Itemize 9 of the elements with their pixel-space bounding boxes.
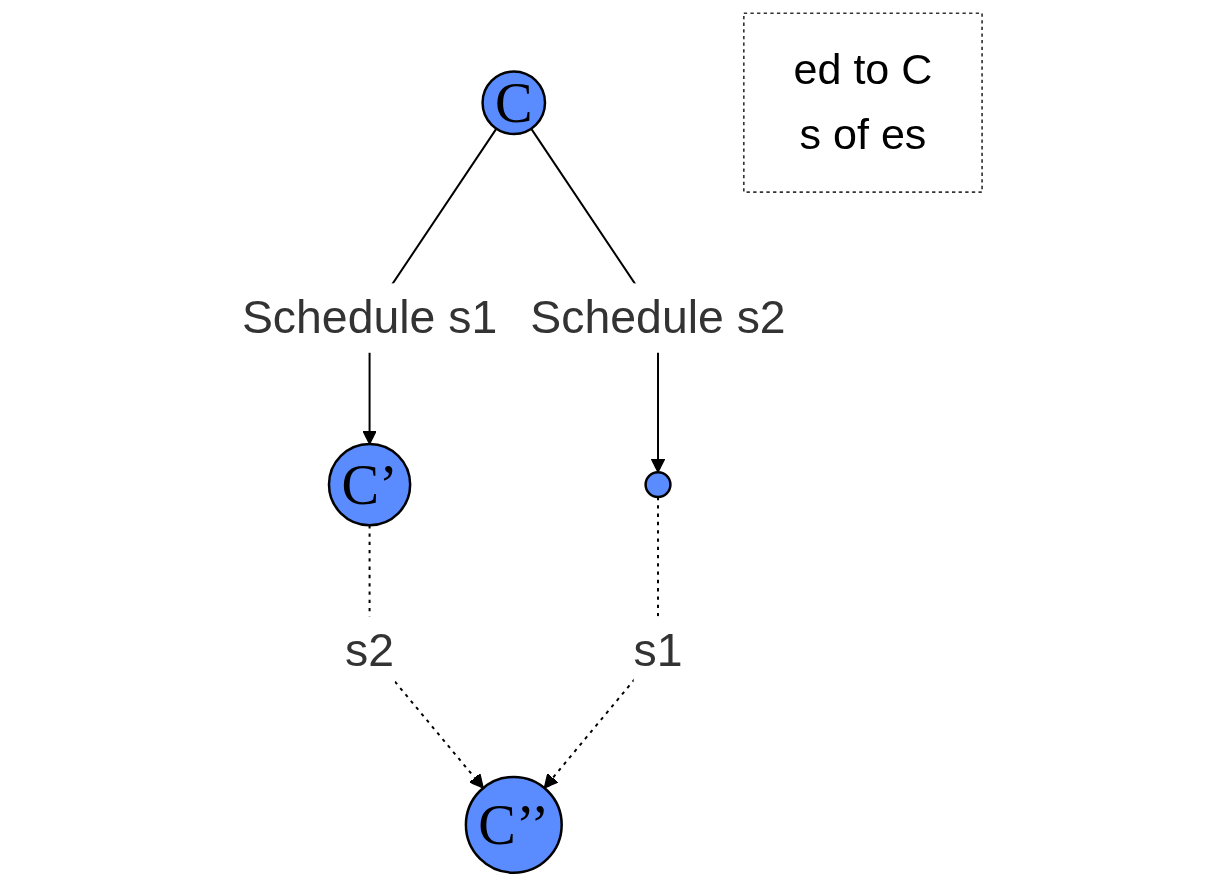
- node-circle: C’: [327, 442, 412, 527]
- edge-label: Schedule s2: [530, 291, 786, 343]
- node-circle: C’’: [464, 775, 563, 874]
- edge-label: s2: [345, 624, 395, 676]
- node-circle: C: [481, 70, 547, 136]
- node-box: ed to C s of es: [742, 12, 983, 193]
- edge-label: s1: [633, 624, 683, 676]
- edge-label: Schedule s1: [241, 291, 498, 343]
- node-circle: [644, 470, 672, 499]
